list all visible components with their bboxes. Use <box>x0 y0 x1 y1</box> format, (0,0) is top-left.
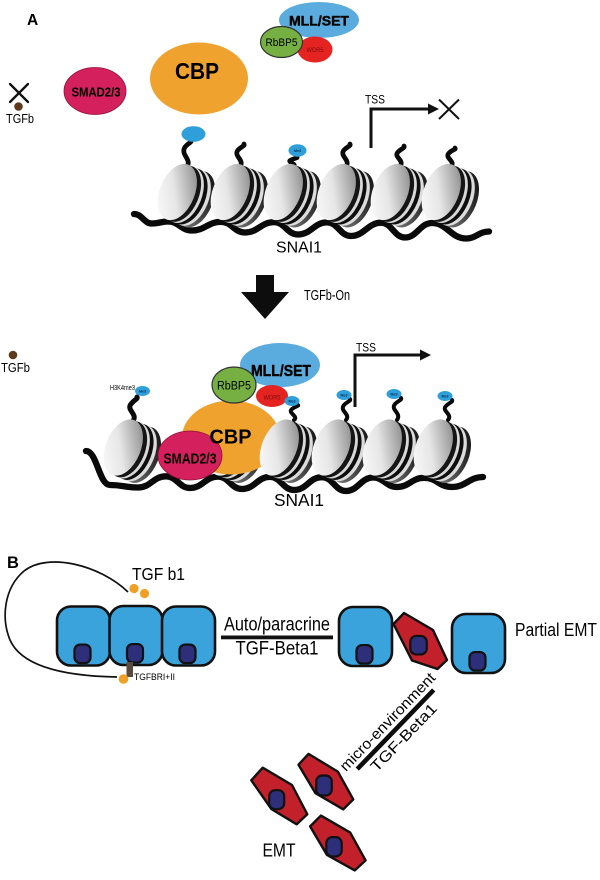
svg-text:Me3: Me3 <box>341 393 348 397</box>
svg-text:SMAD2/3: SMAD2/3 <box>164 451 217 468</box>
svg-text:EMT: EMT <box>263 841 296 861</box>
svg-text:Me3: Me3 <box>289 399 296 403</box>
svg-text:A: A <box>27 12 38 29</box>
svg-text:SNAI1: SNAI1 <box>276 240 322 257</box>
svg-text:RbBP5: RbBP5 <box>217 381 251 393</box>
svg-text:MLL/SET: MLL/SET <box>289 13 349 29</box>
svg-text:SNAI1: SNAI1 <box>274 490 324 510</box>
svg-text:MLL/SET: MLL/SET <box>251 363 311 380</box>
svg-text:CBP: CBP <box>175 58 219 84</box>
svg-text:TGFb: TGFb <box>6 112 34 126</box>
svg-text:TGFb-On: TGFb-On <box>304 287 350 304</box>
svg-text:Me3: Me3 <box>139 389 146 393</box>
svg-text:RbBP5: RbBP5 <box>266 37 298 49</box>
svg-text:Partial EMT: Partial EMT <box>515 620 597 640</box>
svg-text:TGF-Beta1: TGF-Beta1 <box>236 639 319 660</box>
svg-text:TSS: TSS <box>356 343 376 355</box>
svg-text:WDR5: WDR5 <box>264 396 282 402</box>
svg-text:TGFb: TGFb <box>1 361 30 375</box>
svg-text:Me3: Me3 <box>391 392 398 396</box>
svg-text:Auto/paracrine: Auto/paracrine <box>224 615 330 636</box>
svg-text:SMAD2/3: SMAD2/3 <box>72 85 121 100</box>
svg-text:TGF b1: TGF b1 <box>132 564 185 584</box>
svg-text:WDR5: WDR5 <box>307 48 325 54</box>
svg-text:TSS: TSS <box>365 95 385 107</box>
svg-text:TGFBRI+II: TGFBRI+II <box>134 672 175 682</box>
svg-text:B: B <box>7 554 19 572</box>
svg-text:Me3: Me3 <box>294 149 301 153</box>
svg-text:Me3: Me3 <box>442 394 449 398</box>
svg-text:H3K4me3: H3K4me3 <box>110 385 135 392</box>
svg-text:CBP: CBP <box>210 426 252 449</box>
